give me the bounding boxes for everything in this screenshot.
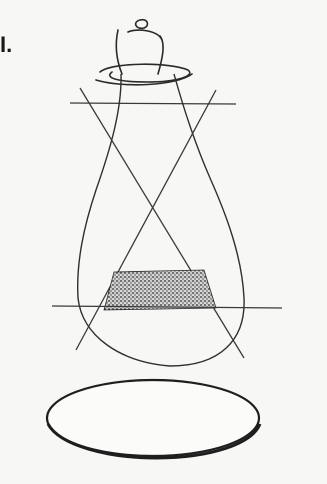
spiral-scribble [96, 20, 192, 85]
diagonal-line-left [80, 88, 244, 358]
diagonal-line-right [76, 90, 216, 350]
upper-horizontal-line [70, 103, 236, 104]
stippled-band [104, 270, 216, 310]
